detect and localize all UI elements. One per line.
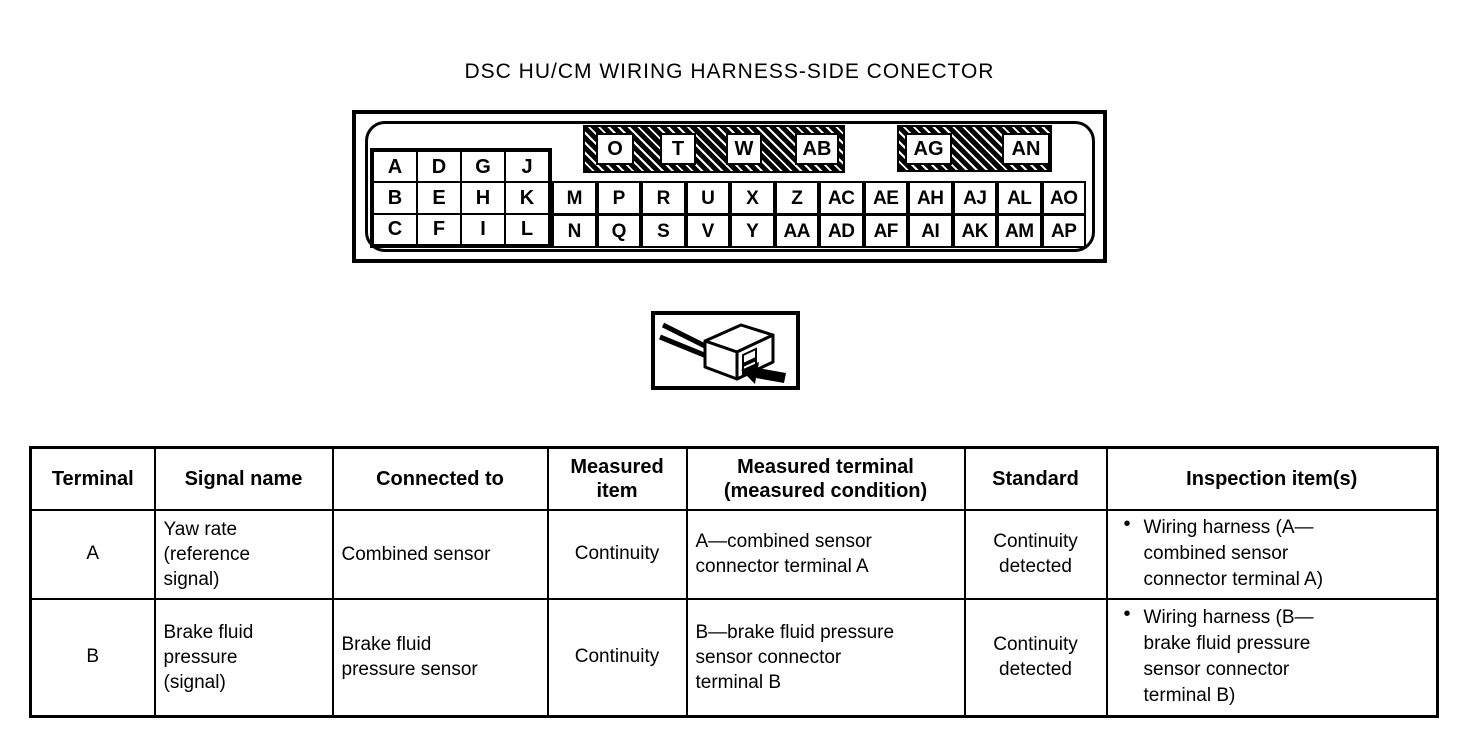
connector-outline xyxy=(365,121,1095,252)
header-signal-name: Signal name xyxy=(153,446,334,511)
pin-cell: I xyxy=(461,213,505,245)
header-measured-terminal: Measured terminal (measured condition) xyxy=(685,446,966,511)
pin-cell: Q xyxy=(596,214,641,248)
pin-cell: H xyxy=(461,182,505,214)
pin-cell: X xyxy=(730,181,775,215)
pin-cell: U xyxy=(685,181,730,215)
header-terminal: Terminal xyxy=(29,446,156,511)
bullet-icon: • xyxy=(1123,513,1131,535)
diagram-title: DSC HU/CM WIRING HARNESS-SIDE CONECTOR xyxy=(464,60,995,83)
connector-hatched-band-1: O T W AB xyxy=(583,125,845,173)
pin-cell: A xyxy=(373,151,417,183)
pin-cell: N xyxy=(552,214,597,248)
cell-measured-terminal: A—combined sensor connector terminal A xyxy=(685,508,966,600)
connector-plug-with-arrow-icon xyxy=(659,322,786,384)
inspection-list-item: • Wiring harness (B— brake fluid pressur… xyxy=(1116,603,1429,709)
pin-cell: AH xyxy=(908,181,953,215)
pin-cell: C xyxy=(373,213,417,245)
pin-cell: V xyxy=(685,214,730,248)
pin-cell: O xyxy=(596,133,634,165)
header-connected-to: Connected to xyxy=(331,446,549,511)
pin-cell: AM xyxy=(997,214,1042,248)
table-row-terminal-b: B Brake fluid pressure (signal) Brake fl… xyxy=(29,597,1439,718)
cell-connected-to: Brake fluid pressure sensor xyxy=(331,597,549,718)
cell-standard: Continuity detected xyxy=(963,597,1108,718)
pin-cell: R xyxy=(641,181,686,215)
pin-cell: L xyxy=(505,213,549,245)
pin-cell: AD xyxy=(819,214,864,248)
connector-pin-block-left: A D G J B E H K C F I L xyxy=(370,148,552,248)
table-row-terminal-a: A Yaw rate (reference signal) Combined s… xyxy=(29,508,1439,600)
connector-diagram: A D G J B E H K C F I L O T W AB AG AN M… xyxy=(352,110,1107,263)
pin-cell: G xyxy=(461,151,505,183)
cell-terminal: B xyxy=(29,597,156,718)
pin-cell: AA xyxy=(774,214,819,248)
pin-cell: S xyxy=(641,214,686,248)
cell-measured-item: Continuity xyxy=(546,597,688,718)
cell-connected-to: Combined sensor xyxy=(331,508,549,600)
header-measured-item: Measured item xyxy=(546,446,688,511)
cell-signal-name: Brake fluid pressure (signal) xyxy=(153,597,334,718)
inspection-list-item: • Wiring harness (A— combined sensor con… xyxy=(1116,513,1429,593)
pin-cell: AL xyxy=(997,181,1042,215)
inspection-text: Wiring harness (A— combined sensor conne… xyxy=(1143,517,1324,590)
table-header-row: Terminal Signal name Connected to Measur… xyxy=(29,446,1439,511)
pin-cell: D xyxy=(417,151,461,183)
pin-cell: W xyxy=(726,133,762,165)
cell-terminal: A xyxy=(29,508,156,600)
pin-cell: AO xyxy=(1041,181,1086,215)
pin-cell: M xyxy=(552,181,597,215)
header-inspection-items: Inspection item(s) xyxy=(1105,446,1439,511)
pin-cell: T xyxy=(660,133,696,165)
pin-cell: AI xyxy=(908,214,953,248)
connector-pin-row-bottom: N Q S V Y AA AD AF AI AK AM AP xyxy=(552,214,1086,248)
pin-cell: E xyxy=(417,182,461,214)
cell-standard: Continuity detected xyxy=(963,508,1108,600)
inspection-text: Wiring harness (B— brake fluid pressure … xyxy=(1143,607,1314,707)
cell-inspection-items: • Wiring harness (B— brake fluid pressur… xyxy=(1105,597,1439,718)
pin-cell: AP xyxy=(1041,214,1086,248)
cell-signal-name: Yaw rate (reference signal) xyxy=(153,508,334,600)
pin-cell: K xyxy=(505,182,549,214)
connector-hatched-band-2: AG AN xyxy=(897,125,1052,172)
pin-cell: Z xyxy=(774,181,819,215)
pin-cell: AK xyxy=(952,214,997,248)
header-standard: Standard xyxy=(963,446,1108,511)
cell-inspection-items: • Wiring harness (A— combined sensor con… xyxy=(1105,508,1439,600)
pin-cell: AF xyxy=(863,214,908,248)
pin-cell: AN xyxy=(1002,132,1050,165)
cell-measured-item: Continuity xyxy=(546,508,688,600)
pin-cell: J xyxy=(505,151,549,183)
terminal-spec-table: Terminal Signal name Connected to Measur… xyxy=(29,446,1439,718)
pin-cell: P xyxy=(596,181,641,215)
pin-cell: AC xyxy=(819,181,864,215)
pin-cell: B xyxy=(373,182,417,214)
pin-cell: AB xyxy=(795,133,839,165)
cell-measured-terminal: B—brake fluid pressure sensor connector … xyxy=(685,597,966,718)
pin-cell: AJ xyxy=(952,181,997,215)
pin-cell: AE xyxy=(863,181,908,215)
connector-icon-box xyxy=(651,311,800,390)
pin-cell: Y xyxy=(730,214,775,248)
pin-cell: F xyxy=(417,213,461,245)
connector-pin-row-middle: M P R U X Z AC AE AH AJ AL AO xyxy=(552,181,1086,215)
pin-cell: AG xyxy=(905,132,952,165)
bullet-icon: • xyxy=(1123,603,1131,626)
